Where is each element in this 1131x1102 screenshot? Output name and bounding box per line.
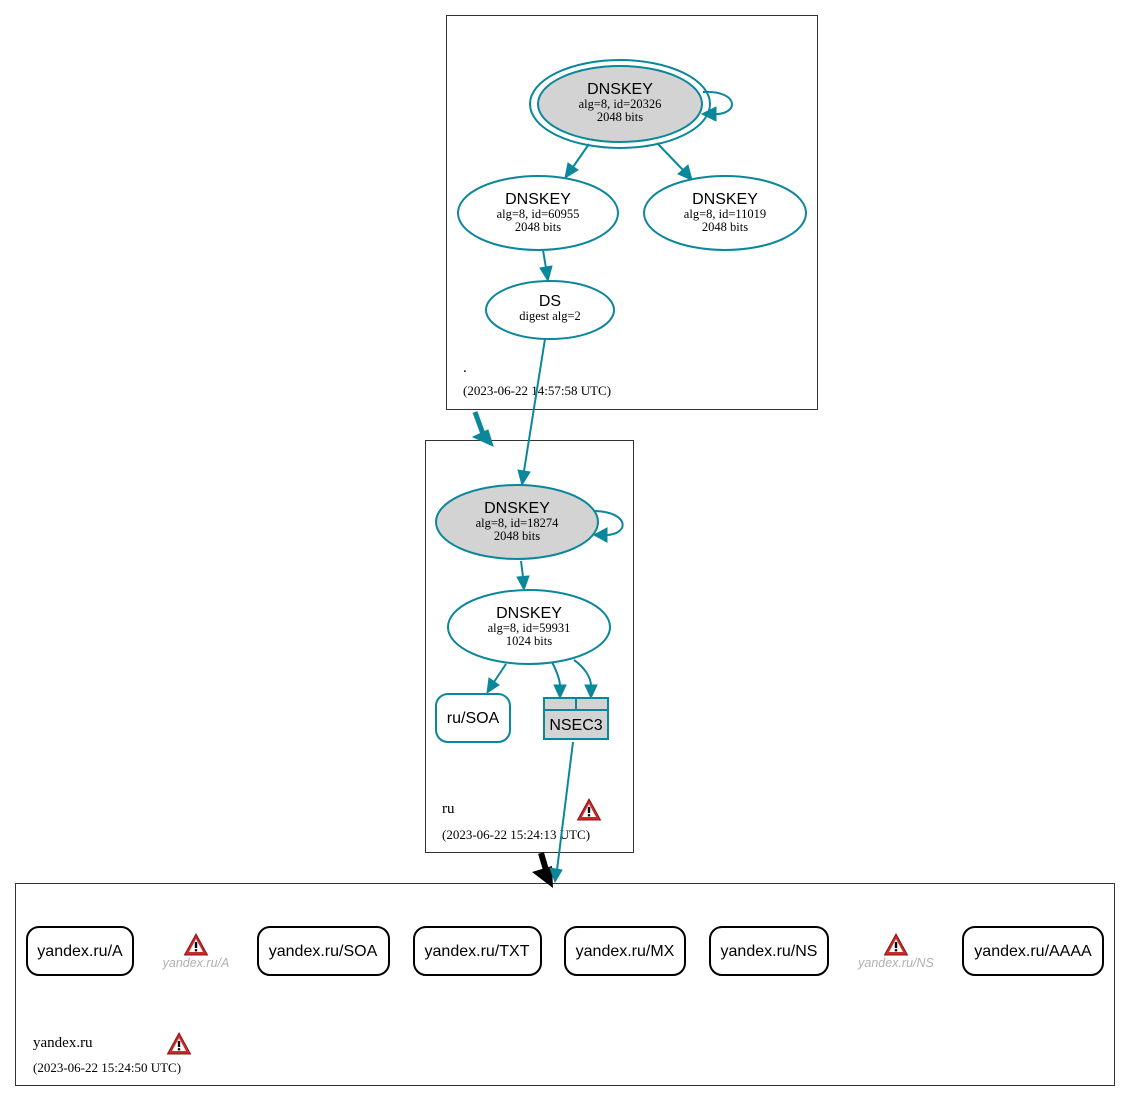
ru-ksk-type: DNSKEY bbox=[484, 500, 550, 517]
ru-to-yandex-delegation-arrowhead bbox=[532, 866, 553, 888]
root-zsk1-type: DNSKEY bbox=[505, 191, 571, 208]
ru-zsk-to-nsec3-edge-a bbox=[551, 661, 561, 687]
yandex-mx-label: yandex.ru/MX bbox=[576, 943, 675, 960]
ru-ksk-to-zsk-edge bbox=[520, 560, 524, 578]
yandex-ns-warning[interactable]: yandex.ru/NS bbox=[857, 933, 935, 970]
yandex-zone-name: yandex.ru bbox=[33, 1035, 93, 1051]
yandex-ns-warning-icon bbox=[884, 933, 908, 956]
ru-zsk-to-soa-arrowhead bbox=[486, 677, 500, 695]
yandex-aaaa-record[interactable]: yandex.ru/AAAA bbox=[962, 926, 1104, 976]
yandex-aaaa-label: yandex.ru/AAAA bbox=[974, 943, 1092, 960]
ru-ksk-detail: alg=8, id=18274 bbox=[476, 516, 560, 530]
root-ksk-to-zsk2-arrowhead bbox=[677, 164, 693, 181]
yandex-a-warning-icon bbox=[184, 933, 208, 956]
root-ksk-to-zsk1-arrowhead bbox=[564, 162, 579, 180]
yandex-a-record[interactable]: yandex.ru/A bbox=[26, 926, 134, 976]
ru-zsk-type: DNSKEY bbox=[496, 605, 562, 622]
root-zone-box bbox=[446, 15, 818, 410]
ru-nsec3-node[interactable]: NSEC3 bbox=[543, 697, 609, 740]
yandex-zone-timestamp: (2023-06-22 15:24:50 UTC) bbox=[33, 1060, 181, 1075]
ru-zsk-to-nsec3-edge-b bbox=[573, 659, 592, 687]
root-zsk2-type: DNSKEY bbox=[692, 191, 758, 208]
ru-ksk-self-edge bbox=[594, 510, 624, 536]
yandex-txt-record[interactable]: yandex.ru/TXT bbox=[413, 926, 542, 976]
ru-zsk-to-soa-edge bbox=[493, 663, 507, 683]
root-zsk2-detail: alg=8, id=11019 bbox=[684, 207, 766, 221]
ru-zone-name: ru bbox=[442, 801, 455, 817]
ru-zsk-to-nsec3-arrowhead-b bbox=[584, 684, 598, 700]
root-zsk1-detail: alg=8, id=60955 bbox=[497, 207, 580, 221]
yandex-txt-label: yandex.ru/TXT bbox=[425, 943, 530, 960]
nsec3-to-yandex-arrowhead bbox=[549, 867, 563, 884]
root-to-ru-delegation-edge bbox=[472, 411, 486, 435]
yandex-ns-warning-label: yandex.ru/NS bbox=[857, 956, 934, 970]
ru-nsec3-label: NSEC3 bbox=[549, 717, 602, 734]
ru-zsk-bits: 1024 bits bbox=[506, 634, 552, 648]
root-ksk-to-zsk1-edge bbox=[572, 143, 590, 168]
root-ksk-bits: 2048 bits bbox=[597, 110, 643, 124]
root-ds-to-ru-ksk-edge bbox=[523, 338, 546, 472]
root-ds-node[interactable]: DS digest alg=2 bbox=[485, 280, 615, 340]
yandex-ns-record[interactable]: yandex.ru/NS bbox=[709, 926, 829, 976]
yandex-a-label: yandex.ru/A bbox=[37, 943, 123, 960]
yandex-soa-record[interactable]: yandex.ru/SOA bbox=[257, 926, 390, 976]
root-ksk-node[interactable]: DNSKEY alg=8, id=20326 2048 bits bbox=[529, 59, 711, 149]
ru-zone-timestamp: (2023-06-22 15:24:13 UTC) bbox=[442, 827, 590, 842]
ru-zone-warning-icon[interactable] bbox=[577, 798, 601, 821]
root-zsk1-node[interactable]: DNSKEY alg=8, id=60955 2048 bits bbox=[457, 175, 619, 251]
root-ksk-self-edge bbox=[702, 90, 733, 116]
ru-zsk-to-nsec3-arrowhead-a bbox=[553, 684, 567, 700]
root-zsk1-to-ds-arrowhead bbox=[539, 265, 553, 283]
root-zsk1-to-ds-edge bbox=[542, 249, 547, 269]
root-ksk-type: DNSKEY bbox=[587, 81, 653, 98]
ru-ksk-to-zsk-arrowhead bbox=[516, 575, 530, 592]
ru-ksk-bits: 2048 bits bbox=[494, 529, 540, 543]
yandex-zone-box bbox=[15, 883, 1115, 1086]
ru-soa-label: ru/SOA bbox=[447, 710, 500, 727]
ru-ksk-self-arrowhead bbox=[592, 527, 608, 543]
root-ds-to-ru-ksk-arrowhead bbox=[517, 469, 531, 487]
yandex-a-warning-label: yandex.ru/A bbox=[162, 956, 230, 970]
root-zsk1-bits: 2048 bits bbox=[515, 220, 561, 234]
root-ksk-to-zsk2-edge bbox=[656, 142, 684, 171]
root-ksk-detail: alg=8, id=20326 bbox=[579, 97, 662, 111]
yandex-a-warning[interactable]: yandex.ru/A bbox=[162, 933, 230, 970]
root-ds-detail: digest alg=2 bbox=[519, 309, 581, 323]
yandex-mx-record[interactable]: yandex.ru/MX bbox=[564, 926, 686, 976]
ru-soa-node[interactable]: ru/SOA bbox=[435, 693, 511, 743]
ru-to-yandex-delegation-edge bbox=[538, 852, 549, 871]
ru-zsk-detail: alg=8, id=59931 bbox=[488, 621, 571, 635]
root-ds-type: DS bbox=[539, 293, 561, 310]
yandex-soa-label: yandex.ru/SOA bbox=[269, 943, 378, 960]
root-to-ru-delegation-arrowhead bbox=[471, 429, 494, 447]
ru-ksk-node[interactable]: DNSKEY alg=8, id=18274 2048 bits bbox=[435, 484, 599, 560]
yandex-ns-label: yandex.ru/NS bbox=[721, 943, 818, 960]
root-zsk2-bits: 2048 bits bbox=[702, 220, 748, 234]
yandex-zone-warning-icon[interactable] bbox=[167, 1032, 191, 1055]
root-zsk2-node[interactable]: DNSKEY alg=8, id=11019 2048 bits bbox=[643, 175, 807, 251]
root-zone-name: . bbox=[463, 360, 467, 376]
ru-zsk-node[interactable]: DNSKEY alg=8, id=59931 1024 bits bbox=[447, 589, 611, 665]
nsec3-to-yandex-edge bbox=[556, 741, 574, 871]
